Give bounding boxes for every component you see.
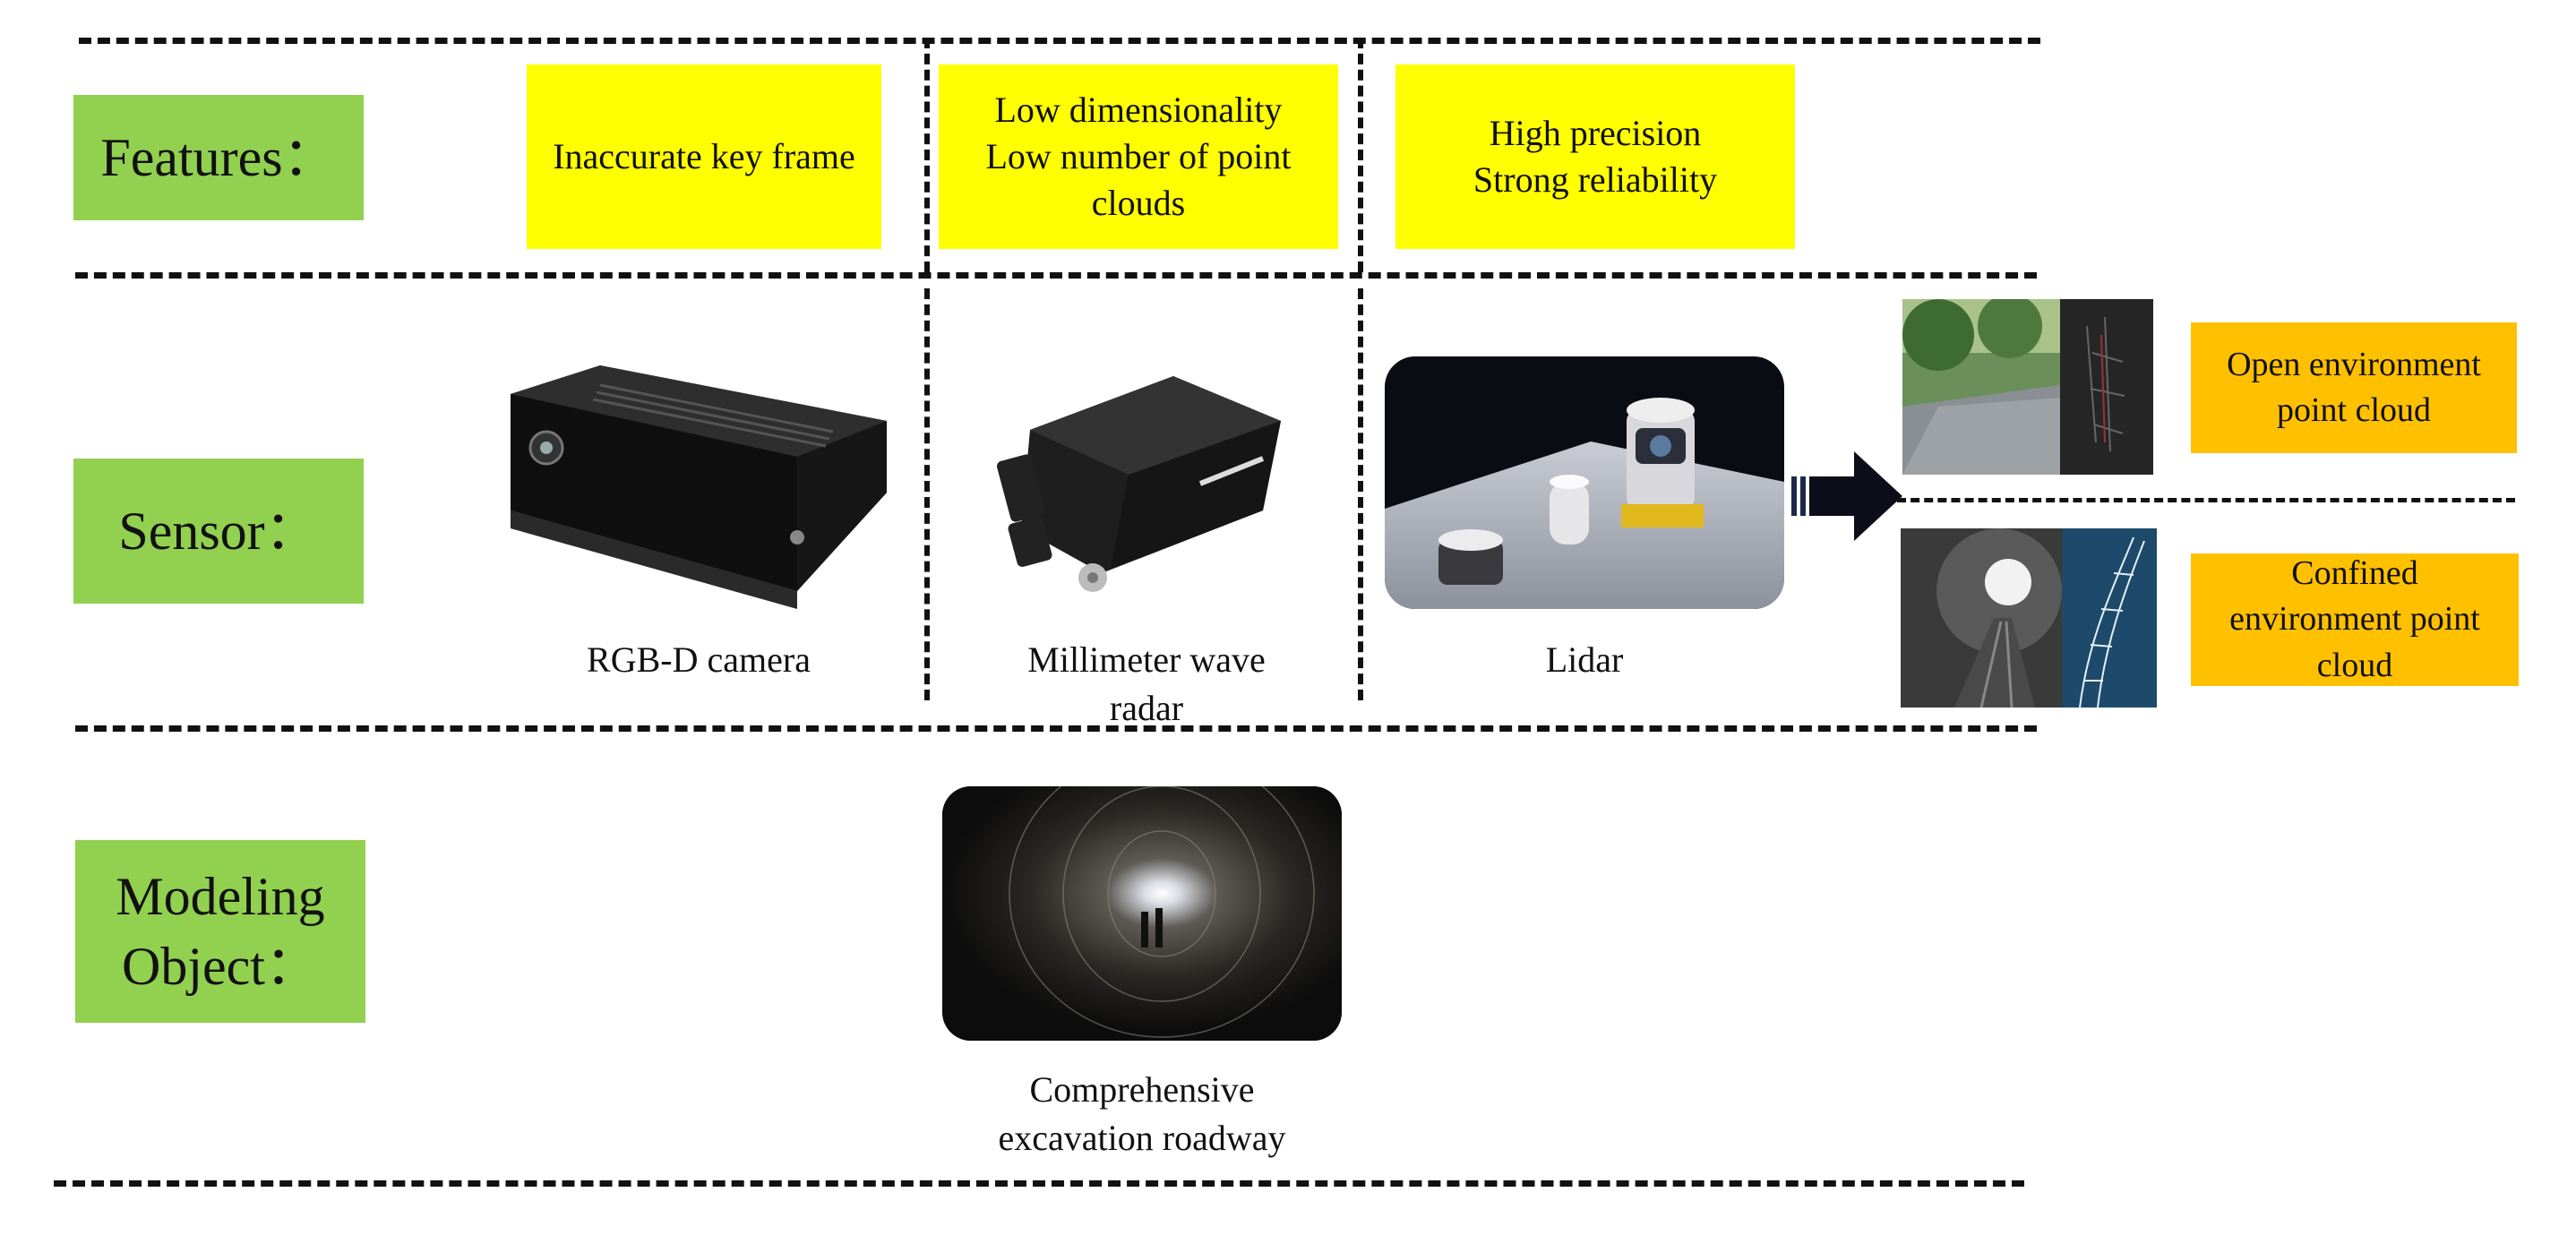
column-divider-3: [924, 288, 930, 700]
confined-environment-point-cloud-image: [2062, 528, 2157, 708]
caption-roadway-line1: Comprehensive: [1029, 1069, 1255, 1110]
open-environment-point-cloud-box: Open environment point cloud: [2191, 322, 2517, 453]
excavation-roadway-image: [942, 786, 1342, 1041]
column-divider-4: [1358, 288, 1363, 700]
arrow-right-icon: [1791, 451, 1902, 541]
separator-top: [79, 38, 2040, 44]
confined-environment-photo: [1901, 528, 2062, 708]
caption-millimeter-wave-radar: Millimeter wave radar: [949, 636, 1344, 733]
column-divider-1: [924, 38, 930, 272]
caption-excavation-roadway: Comprehensive excavation roadway: [914, 1066, 1370, 1162]
caption-lidar-text: Lidar: [1545, 639, 1624, 680]
feature-radar-line2: Low number of point: [985, 136, 1292, 176]
confined-environment-line2: environment point: [2229, 600, 2480, 639]
separator-bottom: [54, 1180, 2024, 1187]
lidar-image: [1385, 356, 1784, 609]
row-label-modeling-line2: Object：: [122, 937, 319, 996]
separator-point-cloud: [1897, 498, 2515, 502]
confined-environment-line3: cloud: [2316, 646, 2393, 684]
caption-lidar: Lidar: [1385, 636, 1784, 684]
feature-box-camera: Inaccurate key frame: [527, 64, 881, 249]
caption-radar-line1: Millimeter wave: [1027, 639, 1266, 680]
separator-features-sensor: [75, 272, 2037, 279]
row-label-features-text: Features：: [100, 128, 337, 187]
row-label-sensor-text: Sensor：: [118, 502, 319, 561]
row-label-modeling-line1: Modeling: [116, 867, 325, 926]
feature-radar-line3: clouds: [1091, 183, 1186, 223]
millimeter-wave-radar-image: [994, 358, 1299, 600]
feature-camera-text: Inaccurate key frame: [553, 136, 855, 176]
caption-rgbd-camera-text: RGB-D camera: [587, 639, 811, 680]
separator-sensor-modeling: [75, 725, 2037, 732]
confined-environment-line1: Confined: [2291, 554, 2418, 593]
open-environment-point-cloud-image: [2060, 299, 2153, 475]
open-environment-line1: Open environment: [2227, 345, 2481, 383]
feature-radar-line1: Low dimensionality: [994, 90, 1283, 130]
feature-box-lidar: High precision Strong reliability: [1395, 64, 1795, 249]
caption-roadway-line2: excavation roadway: [998, 1118, 1286, 1158]
caption-rgbd-camera: RGB-D camera: [502, 636, 896, 684]
confined-environment-point-cloud-box: Confined environment point cloud: [2191, 553, 2519, 686]
feature-box-radar: Low dimensionality Low number of point c…: [939, 64, 1338, 249]
rgbd-camera-image: [493, 358, 905, 609]
row-label-sensor: Sensor：: [73, 459, 364, 604]
feature-lidar-line1: High precision: [1489, 113, 1702, 153]
open-environment-photo: [1902, 299, 2060, 475]
open-environment-line2: point cloud: [2276, 391, 2432, 429]
feature-lidar-line2: Strong reliability: [1473, 159, 1718, 200]
column-divider-2: [1358, 38, 1363, 272]
row-label-features: Features：: [73, 95, 364, 220]
row-label-modeling-object: Modeling Object：: [75, 840, 365, 1023]
caption-radar-line2: radar: [1109, 688, 1184, 728]
